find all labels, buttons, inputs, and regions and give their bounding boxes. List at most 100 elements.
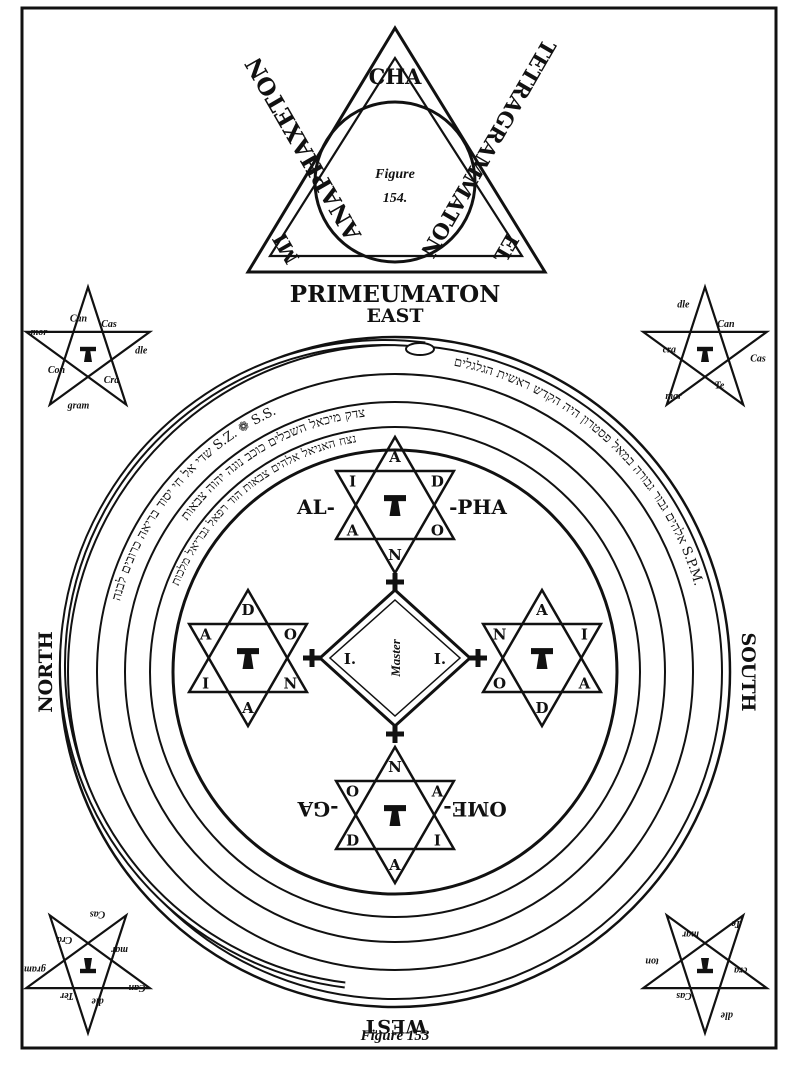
hexagram-bottom-letter: N: [388, 758, 402, 776]
omega-left-label: OME-: [443, 797, 506, 821]
hexagram-top-letter: A: [388, 448, 401, 466]
pentagram-top-left-tau-icon: [80, 346, 96, 362]
pentagram-bottom-right: Cas ton mar Te cra dle: [639, 912, 771, 1037]
hexagram-left-letter: N: [284, 675, 298, 693]
figure-caption: Figure 153: [360, 1028, 430, 1044]
hexagram-right: A I A D O N: [480, 587, 604, 729]
pentagram-bottom-right-word: Cas: [676, 990, 692, 1001]
alpha-left-label: AL-: [296, 495, 335, 519]
hexagram-right-letter: A: [578, 675, 591, 693]
figure-label: Figure: [374, 167, 415, 182]
hexagram-top-letter: N: [388, 546, 402, 564]
hexagram-bottom-letter: A: [388, 856, 401, 874]
north-label: NORTH: [35, 631, 57, 713]
pentagram-top-right-tau-icon: [697, 346, 713, 362]
pentagram-bottom-right-word: Te: [731, 918, 741, 929]
hexagram-bottom-letter: O: [346, 783, 359, 801]
serpent-head: [405, 342, 435, 356]
alpha-right-label: -PHA: [449, 495, 507, 519]
hexagram-right-letter: N: [493, 626, 507, 644]
east-label: EAST: [366, 305, 423, 327]
pentagram-top-left-word: Can: [70, 314, 88, 325]
pentagram-bottom-right-tau-icon: [697, 958, 713, 974]
pentagram-bottom-left-word: mar: [111, 944, 128, 955]
pentagram-bottom-right-word: ton: [645, 955, 659, 966]
hexagram-right-letter: D: [535, 699, 548, 717]
hexagram-left-letter: D: [241, 601, 254, 619]
pentagram-top-left-word: Cas: [101, 319, 117, 330]
pentagram-top-right-word: mar: [665, 391, 682, 402]
pentagram-bottom-right-word: cra: [734, 965, 747, 976]
triangle-top-label: CHA: [369, 64, 423, 89]
figure-number: 154.: [383, 191, 408, 206]
hexagram-left-letter: A: [241, 699, 254, 717]
pentagram-bottom-left-word: Ter: [60, 990, 74, 1001]
hexagram-right-letter: O: [493, 675, 506, 693]
omega-right-label: -GA: [297, 797, 338, 821]
hexagram-top-tau-icon: [384, 495, 406, 516]
primeumaton-label: PRIMEUMATON: [290, 281, 500, 308]
hexagram-right-letter: A: [535, 601, 548, 619]
hexagram-left-letter: O: [284, 626, 297, 644]
pentagram-top-right-word: Te: [715, 381, 725, 392]
pentagram-bottom-left-tau-icon: [80, 958, 96, 974]
hexagram-bottom-letter: I: [434, 832, 441, 850]
hexagram-bottom-letter: D: [346, 832, 359, 850]
cross-icon: [469, 649, 487, 667]
hexagram-bottom-letter: A: [431, 783, 444, 801]
hexagram-top: A D O N A I: [333, 434, 457, 576]
west-label: WEST: [363, 1015, 428, 1037]
hexagram-bottom-tau-icon: [384, 805, 406, 826]
hexagram-top-letter: I: [349, 473, 356, 491]
hexagram-left: D O N A I A: [186, 587, 310, 729]
cross-icon: [386, 725, 404, 743]
cross-marks: [303, 573, 487, 743]
pentagram-bottom-left-word: Cra: [57, 934, 73, 945]
pentagram-top-right-word: Can: [717, 319, 735, 330]
hexagram-top-letter: D: [431, 473, 444, 491]
pentagram-top-right-word: dle: [677, 299, 690, 310]
center-mark-2: I.: [434, 650, 446, 668]
triangle-bottom-right: EL: [488, 230, 523, 267]
triangle-right-text: TETRAGRAMMATON: [416, 35, 561, 262]
cross-icon: [303, 649, 321, 667]
master-label: Master: [388, 638, 403, 678]
triangle-bottom-left: MI: [268, 229, 305, 268]
pentagram-top-left-word: Cra: [104, 375, 120, 386]
pentagram-bottom-left-word: gram: [24, 963, 47, 974]
pentagram-top-left-word: mor: [31, 327, 48, 338]
inner-hexagrams: A D O N A I N A I A D O D O N A I A A I A D O N AL- -PHA OME- -GA: [186, 434, 604, 886]
concentric-rings: [58, 335, 732, 1009]
cross-icon: [386, 573, 404, 591]
pentagram-top-left-word: dle: [135, 346, 148, 357]
pentagram-bottom-right-word: mar: [682, 928, 699, 939]
pentagram-top-right-word: Cas: [750, 354, 766, 365]
center-mark-1: I.: [344, 650, 356, 668]
border-frame: [20, 6, 778, 1050]
hexagram-left-letter: A: [199, 626, 212, 644]
triangle-seal: CHA Figure 154. ANAPHAXETON TETRAGRAMMAT…: [240, 25, 561, 274]
pentagram-bottom-left-word: dle: [91, 996, 104, 1007]
pentagram-bottom-right-word: dle: [720, 1010, 733, 1021]
hexagram-left-letter: I: [202, 675, 209, 693]
triangle-left-text: ANAPHAXETON: [240, 52, 367, 246]
hexagram-bottom: N A I A D O: [333, 744, 457, 886]
pentagram-top-right-word: cra: [663, 344, 676, 355]
corner-pentagrams: CasdleCragramConmorCanCanCasTemarcradleT…: [22, 283, 771, 1037]
pentagram-bottom-left-word: Cas: [90, 909, 106, 920]
hexagram-top-letter: O: [431, 522, 444, 540]
south-label: SOUTH: [737, 633, 759, 712]
hexagram-right-tau-icon: [531, 648, 553, 669]
hexagram-top-letter: A: [346, 522, 359, 540]
triangle-inner-circle: [313, 100, 477, 264]
hexagram-left-tau-icon: [237, 648, 259, 669]
pentagram-top-left-word: gram: [67, 400, 90, 411]
hexagram-right-letter: I: [581, 626, 588, 644]
pentagram-bottom-left-word: Can: [128, 982, 146, 993]
pentagram-top-left-word: Con: [48, 365, 66, 376]
